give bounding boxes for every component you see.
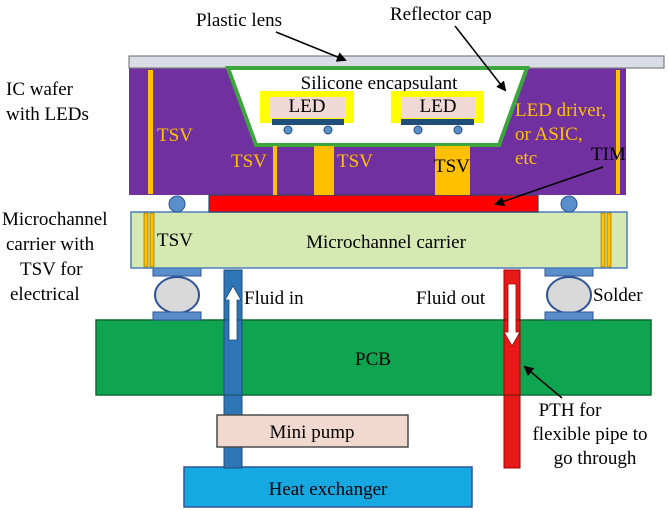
- plastic-lens-label: Plastic lens: [196, 10, 282, 31]
- tim-pointer: [494, 166, 604, 207]
- carrier-tsv-label: TSV: [157, 230, 193, 251]
- pth-label-line1: PTH for: [539, 400, 602, 421]
- wafer-tsv-left: [148, 70, 153, 194]
- heat-exchanger-block: [183, 466, 473, 508]
- wafer-tsv-mid-a: [314, 146, 334, 195]
- silicone-encapsulant-label: Silicone encapsulant: [301, 73, 458, 94]
- microchannel-carrier-label: Microchannel carrier: [306, 232, 466, 253]
- tim-label: TIM: [591, 144, 626, 165]
- led-left-label: LED: [289, 96, 326, 117]
- led-left: [260, 91, 354, 135]
- led-driver-label-line3: etc: [515, 148, 537, 169]
- ic-wafer-label-line1: IC wafer: [6, 79, 74, 100]
- mini-pump: [216, 414, 409, 448]
- mc-with-tsv-line2: carrier with: [6, 234, 95, 255]
- wafer-tsv-label-mid1: TSV: [231, 151, 267, 172]
- wafer-tsv-label-mid2: TSV: [337, 151, 373, 172]
- fluid-out-label: Fluid out: [416, 288, 486, 309]
- carrier-tsv-left-a: [143, 212, 149, 268]
- lower-solder-left: [152, 267, 202, 321]
- pcb-label: PCB: [355, 349, 391, 370]
- led-driver-label-line2: or ASIC,: [515, 124, 583, 145]
- carrier-tsv-right-a: [600, 212, 606, 268]
- mini-pump-label: Mini pump: [270, 422, 355, 443]
- wafer-tsv-mid-b: [435, 146, 470, 195]
- led-right-label: LED: [420, 96, 457, 117]
- ic-wafer-label-line2: with LEDs: [6, 104, 89, 125]
- pth-label-line2: flexible pipe to: [532, 424, 647, 445]
- fluid-out-arrow: [503, 283, 521, 347]
- solder-label: Solder: [593, 285, 643, 306]
- mc-with-tsv-line1: Microchannel: [2, 209, 108, 230]
- wafer-tsv-right: [616, 70, 620, 194]
- led-right: [391, 91, 484, 135]
- reflector-cap-label: Reflector cap: [390, 4, 492, 25]
- upper-solder-right: [560, 195, 578, 213]
- reflector-cap-pointer: [454, 25, 507, 92]
- microchannel-carrier: [130, 211, 628, 269]
- pcb-board: [95, 319, 652, 396]
- wafer-tsv-mid-thin: [273, 146, 277, 195]
- wafer-tsv-label-left: TSV: [157, 125, 193, 146]
- pth-pointer: [523, 365, 563, 399]
- lower-solder-right: [544, 267, 594, 321]
- reflector-encapsulant: [225, 66, 530, 147]
- mc-with-tsv-line4: electrical: [10, 284, 80, 305]
- pth-label-line3: go through: [554, 448, 637, 469]
- plastic-lens-pointer: [275, 31, 347, 62]
- upper-solder-left: [168, 195, 186, 213]
- tim-layer: [208, 194, 539, 213]
- fluid-in-label: Fluid in: [244, 288, 304, 309]
- mc-with-tsv-line3: TSV for: [20, 259, 83, 280]
- led-driver-label-line1: LED driver,: [515, 100, 606, 121]
- carrier-tsv-right-b: [606, 212, 612, 268]
- fluid-in-arrow: [224, 285, 242, 341]
- wafer-tsv-label-mid3: TSV: [434, 156, 470, 177]
- carrier-tsv-left-b: [149, 212, 155, 268]
- heat-exchanger-label: Heat exchanger: [269, 479, 388, 500]
